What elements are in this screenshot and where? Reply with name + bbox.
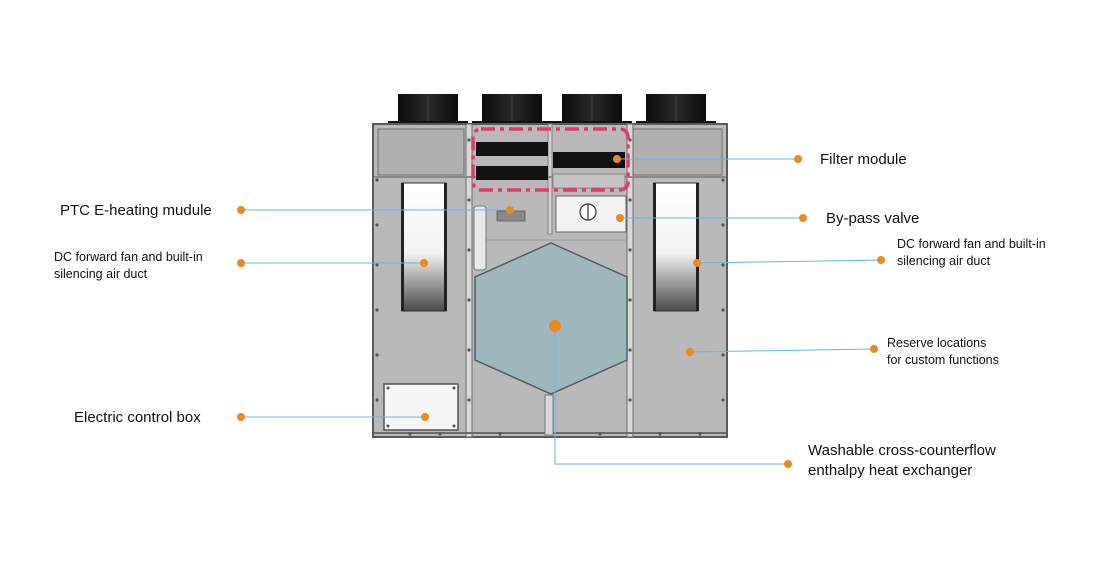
marker-fan-left-part bbox=[420, 259, 428, 267]
duct-port-1 bbox=[388, 94, 468, 127]
marker-exchanger-part bbox=[549, 320, 561, 332]
marker-fan-right-part bbox=[693, 259, 701, 267]
markers bbox=[237, 155, 885, 468]
label-bypass-valve: By-pass valve bbox=[826, 210, 920, 227]
leader-exchanger bbox=[554, 326, 788, 465]
label-reserve-locations: Reserve locations for custom functions bbox=[887, 336, 999, 367]
marker-bypass-end bbox=[799, 214, 807, 222]
duct-port-4 bbox=[636, 94, 716, 127]
ptc-heating-module bbox=[473, 205, 526, 271]
heat-exchanger bbox=[474, 242, 628, 395]
label-dc-fan-left: DC forward fan and built-in silencing ai… bbox=[54, 250, 203, 281]
leader-lines bbox=[241, 158, 882, 465]
marker-control-box-end bbox=[237, 413, 245, 421]
label-dc-fan-right: DC forward fan and built-in silencing ai… bbox=[897, 237, 1046, 268]
duct-ports bbox=[388, 94, 716, 127]
label-filter-module: Filter module bbox=[820, 151, 907, 168]
dc-fan-left bbox=[401, 182, 447, 312]
dc-fan-right bbox=[653, 182, 699, 312]
marker-fan-right-end bbox=[877, 256, 885, 264]
marker-ptc-part bbox=[506, 206, 514, 214]
bypass-valve bbox=[555, 195, 627, 233]
duct-port-3 bbox=[552, 94, 632, 127]
leader-reserve bbox=[689, 348, 875, 353]
label-electric-control-box: Electric control box bbox=[74, 409, 201, 426]
label-heat-exchanger: Washable cross-counterflow enthalpy heat… bbox=[808, 442, 996, 479]
marker-ptc-end bbox=[237, 206, 245, 214]
electric-control-box bbox=[383, 383, 459, 431]
marker-reserve-part bbox=[686, 348, 694, 356]
marker-control-box-part bbox=[421, 413, 429, 421]
marker-filter-part bbox=[613, 155, 621, 163]
marker-reserve-end bbox=[870, 345, 878, 353]
marker-filter-end bbox=[794, 155, 802, 163]
label-ptc-heating: PTC E-heating mudule bbox=[60, 202, 212, 219]
leader-fan-right bbox=[696, 259, 882, 264]
marker-bypass-part bbox=[616, 214, 624, 222]
duct-port-2 bbox=[472, 94, 552, 127]
marker-fan-left-end bbox=[237, 259, 245, 267]
marker-exchanger-end bbox=[784, 460, 792, 468]
